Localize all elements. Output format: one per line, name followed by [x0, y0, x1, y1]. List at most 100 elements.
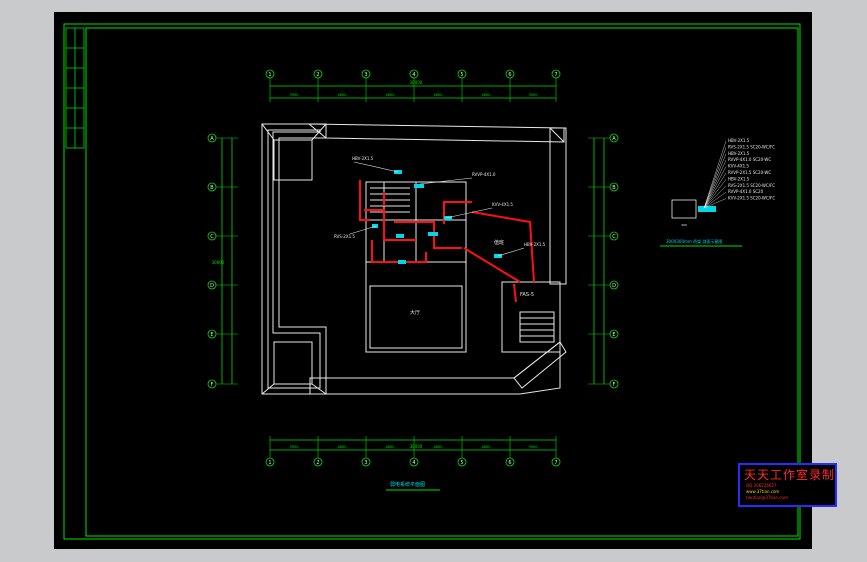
stamp-line-2: www.37tian.com	[746, 489, 780, 494]
legend-line-3: HBV-2X1.5	[728, 151, 750, 156]
legend-line-1: HBV-2X1.5	[728, 138, 750, 143]
dimension-lines	[221, 85, 605, 451]
span-top-1: 3900	[290, 93, 299, 97]
grid-left-B-label: B	[210, 185, 214, 191]
legend-leader-1	[703, 140, 727, 209]
legend-leader-8	[703, 185, 727, 209]
cad-viewport[interactable]: HBV-2X1.5 RVVP-4X1.0 KVV-4X1.5 HBV-2X1.5…	[54, 12, 837, 549]
room-label-small: 值班	[494, 239, 504, 246]
span-labels: 3900390048004800480048004800480048004800…	[290, 93, 538, 449]
grid-right-A-label: A	[612, 136, 616, 142]
span-top-6: 3900	[529, 93, 538, 97]
grid-left-D-bubble	[207, 280, 217, 290]
grid-left-A-label: A	[210, 136, 214, 142]
tray-cable-bundle	[698, 206, 716, 212]
legend-box-label: 300	[681, 223, 687, 227]
grid-bottom-5-label: 5	[460, 460, 463, 466]
grid-bottom-4-bubble	[409, 457, 419, 467]
overall-dimension-top: 30000	[410, 80, 423, 85]
grid-bottom-3-label: 3	[364, 460, 367, 466]
legend-line-9: RVVP-4X1.0 SC20	[728, 189, 764, 194]
grid-top-1-label: 1	[268, 72, 271, 78]
legend-leader-3	[703, 153, 727, 209]
span-top-3: 4800	[386, 93, 395, 97]
grid-bottom-3-bubble	[361, 457, 371, 467]
floor-plan-drawing: HBV-2X1.5 RVVP-4X1.0 KVV-4X1.5 HBV-2X1.5…	[63, 23, 801, 540]
grid-top-1-bubble	[265, 69, 275, 79]
span-bottom-1: 3900	[290, 445, 299, 449]
grid-left-F-label: F	[211, 382, 214, 388]
grid-top-2-label: 2	[316, 72, 319, 78]
overall-dimension-bottom: 30000	[410, 444, 423, 449]
grid-left-B-bubble	[207, 182, 217, 192]
legend-line-4: RVVP-4X1.0 SC20-WC	[728, 157, 771, 162]
title-strip	[65, 27, 85, 149]
cyan-annotations	[372, 170, 502, 264]
legend-line-10: KVV-2X1.5 SC20-WC/FC	[728, 196, 775, 201]
legend-line-7: HBV-2X1.5	[728, 176, 750, 181]
grid-top-2-bubble	[313, 69, 323, 79]
span-bottom-6: 3900	[529, 445, 538, 449]
legend-line-6: RVVP-2X1.5 SC20-WC	[728, 170, 771, 175]
grid-top-3-bubble	[361, 69, 371, 79]
grid-top-4-label: 4	[412, 72, 415, 78]
grid-left-C-bubble	[207, 231, 217, 241]
grid-bottom-7-label: 7	[554, 460, 557, 466]
side-dimension: 30000	[212, 260, 225, 265]
legend-line-5: KVV-4X1.5	[728, 164, 749, 169]
svg-text:RVVP-4X1.0: RVVP-4X1.0	[472, 172, 496, 177]
span-bottom-2: 4800	[338, 445, 347, 449]
grid-top-7-bubble	[551, 69, 561, 79]
legend-leader-10	[703, 198, 727, 209]
legend-leader-5	[703, 166, 727, 209]
grid-left-D-label: D	[210, 283, 214, 289]
inner-frame	[85, 27, 799, 537]
plan-title: 弱电系统平面图	[390, 481, 425, 488]
grid-top-3-label: 3	[364, 72, 367, 78]
stamp-line-3: tiantian@37tian.com	[746, 495, 788, 500]
grid-bottom-6-label: 6	[508, 460, 511, 466]
grid-top-6-bubble	[505, 69, 515, 79]
grid-bottom-6-bubble	[505, 457, 515, 467]
grid-right-F-bubble	[609, 379, 619, 389]
grid-right-E-label: E	[612, 332, 615, 338]
grid-top-4-bubble	[409, 69, 419, 79]
grid-right-C-bubble	[609, 231, 619, 241]
stamp-title: 天天工作室录制	[744, 468, 836, 482]
cabinet-label: FAS-5	[520, 292, 534, 298]
grid-bottom-7-bubble	[551, 457, 561, 467]
grid-bottom-5-bubble	[457, 457, 467, 467]
grid-bottom-2-bubble	[313, 457, 323, 467]
svg-text:KVV-4X1.5: KVV-4X1.5	[492, 202, 513, 207]
grid-right-D-label: D	[612, 283, 616, 289]
tray-section-box	[671, 199, 697, 219]
legend-caption: 300X300mm 桥架 剖面示意图	[666, 238, 722, 244]
span-top-5: 4800	[482, 93, 491, 97]
svg-text:HBV-2X1.5: HBV-2X1.5	[524, 242, 546, 247]
tray-section-legend: 300 300X300mm 桥架 剖面示意图	[660, 199, 742, 247]
grid-top-5-label: 5	[460, 72, 463, 78]
svg-text:RVS-2X1.5: RVS-2X1.5	[334, 234, 355, 239]
grid-top-6-label: 6	[508, 72, 511, 78]
grid-top-7-label: 7	[554, 72, 557, 78]
watermark-stamp: 天天工作室录制 QQ:306226627 www.37tian.com tian…	[738, 463, 837, 507]
span-top-2: 4800	[338, 93, 347, 97]
grid-left-A-bubble	[207, 133, 217, 143]
legend-leader-6	[703, 172, 727, 209]
grid-bottom-1-label: 1	[268, 460, 271, 466]
svg-text:HBV-2X1.5: HBV-2X1.5	[352, 156, 374, 161]
leader-lines	[349, 161, 525, 257]
legend-leader-2	[703, 147, 727, 209]
span-bottom-5: 4800	[482, 445, 491, 449]
stamp-line-1: QQ:306226627	[746, 483, 777, 488]
grid-ticks	[216, 78, 610, 458]
span-bottom-4: 4800	[434, 445, 443, 449]
grid-top-5-bubble	[457, 69, 467, 79]
grid-left-E-bubble	[207, 329, 217, 339]
room-label-hall: 大厅	[410, 309, 420, 316]
grid-left-C-label: C	[210, 234, 214, 240]
wiring-runs	[359, 180, 535, 303]
grid-right-A-bubble	[609, 133, 619, 143]
